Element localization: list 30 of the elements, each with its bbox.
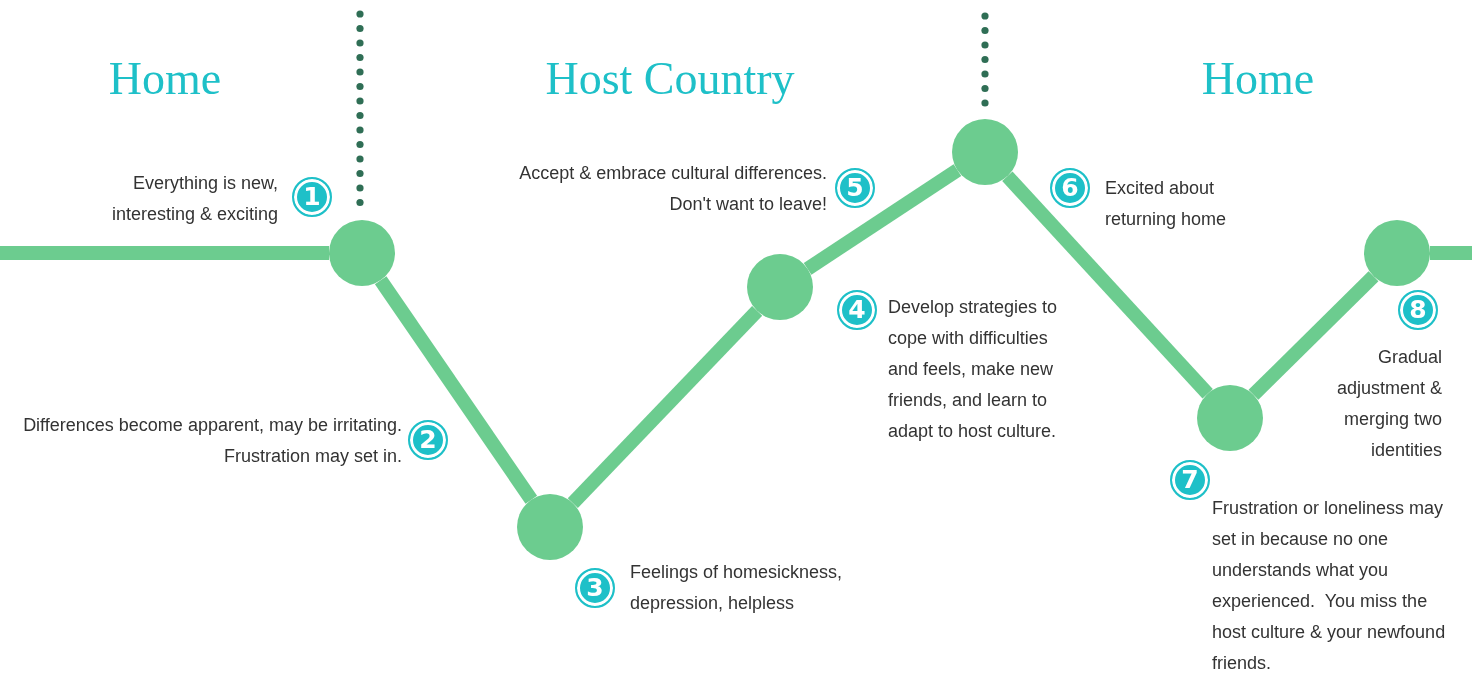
stage-description: Excited about returning home xyxy=(1105,177,1228,231)
timeline-line xyxy=(1430,246,1472,260)
step-number: 1 xyxy=(292,177,332,217)
timeline-line xyxy=(1248,271,1379,400)
stage-circle xyxy=(1197,385,1263,451)
stage-description: Develop strategies to cope with difficulties and feels, make new friends, and learn to adapt to host culture. xyxy=(888,296,1059,443)
section-heading: Host Country xyxy=(545,52,795,105)
section-heading: Home xyxy=(1201,52,1315,105)
stage-circle xyxy=(952,119,1018,185)
step-number: 6 xyxy=(1050,168,1090,208)
step-number: 4 xyxy=(837,290,877,330)
stage-description: Accept & embrace cultural differences. Don't want to leave! xyxy=(518,162,827,216)
stage-description: Frustration or loneliness may set in because no one understands what you experienced. You miss the host culture & your newfound friends. xyxy=(1212,497,1447,675)
step-number: 8 xyxy=(1398,290,1438,330)
timeline-line xyxy=(374,276,538,504)
stage-description: Everything is new, interesting & exciting xyxy=(110,172,278,226)
step-number: 3 xyxy=(575,568,615,608)
timeline-line xyxy=(567,306,763,508)
stage-circle xyxy=(747,254,813,320)
stage-description: Differences become apparent, may be irritating. Frustration may set in. xyxy=(22,414,402,468)
stage-description: Gradual adjustment & merging two identities xyxy=(1335,346,1442,462)
stage-description: Feelings of homesickness, depression, helpless xyxy=(630,561,844,615)
step-number: 5 xyxy=(835,168,875,208)
stage-circle xyxy=(517,494,583,560)
step-number: 2 xyxy=(408,420,448,460)
timeline-line xyxy=(1002,171,1213,399)
section-heading: Home xyxy=(108,52,222,105)
step-number: 7 xyxy=(1170,460,1210,500)
timeline-line xyxy=(803,164,962,275)
timeline-line xyxy=(0,246,329,260)
